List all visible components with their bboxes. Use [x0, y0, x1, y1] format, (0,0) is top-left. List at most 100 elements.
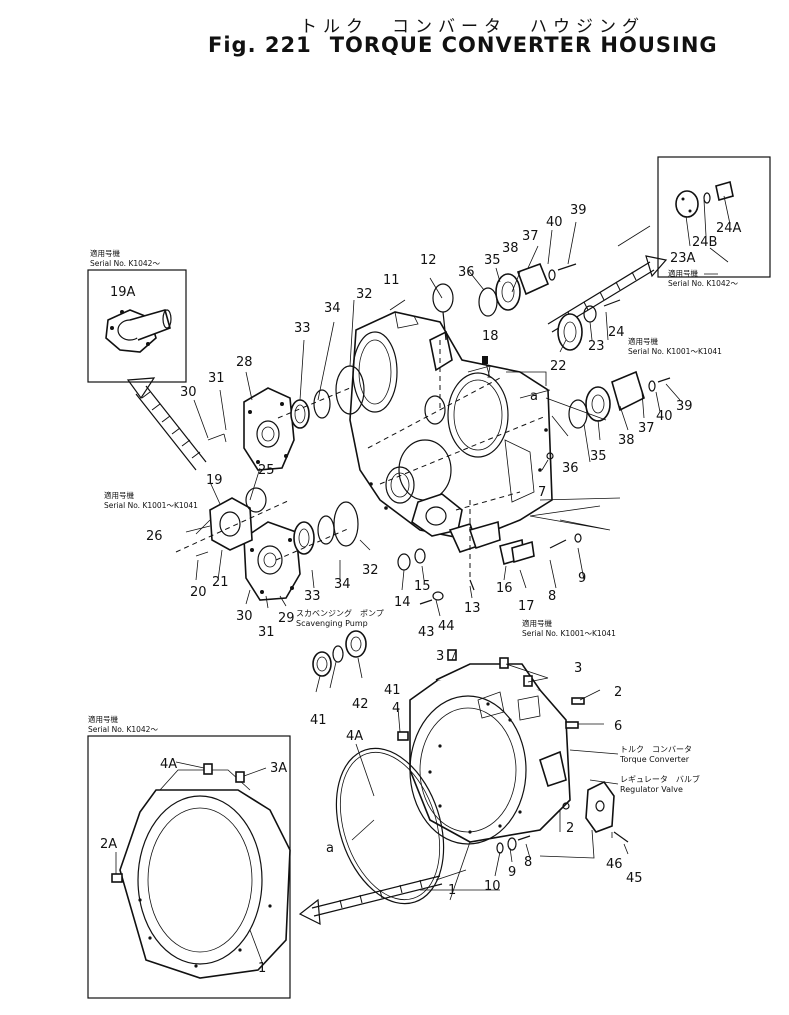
part-label-30-bottom: 31	[258, 625, 275, 640]
part-label-2-top: 2	[614, 685, 622, 700]
callout-arrow-19a	[126, 377, 207, 471]
serial-notes: 適用号機 Serial No. K1042～ 適用号機 Serial No. K…	[88, 248, 738, 734]
part-number-labels: 11 12 18 32 34 33 28 30 31 25 19 26 21 2…	[100, 203, 742, 976]
upper-gear-group	[432, 262, 621, 364]
part-label-19: 19	[206, 473, 223, 488]
part-label-29-bottom: 30	[236, 609, 253, 624]
part-label-3-right: 3	[574, 661, 582, 676]
part-label-32-bottom: 33	[304, 589, 321, 604]
part-label-2-bottom: 2	[566, 821, 574, 836]
part-label-26: 26	[146, 529, 163, 544]
note-jp-24a: 適用号機	[668, 268, 698, 278]
note-jp-19a: 適用号機	[90, 248, 120, 258]
part-label-23: 23	[588, 339, 605, 354]
part-label-11: 11	[383, 273, 400, 288]
note-serial-24a: Serial No. K1042～	[668, 279, 738, 288]
note-jp-housing: 適用号機	[522, 618, 552, 628]
part-label-46: 46	[606, 857, 623, 872]
part-label-10: 10	[484, 879, 501, 894]
note-serial-inset: Serial No. K1042～	[88, 725, 158, 734]
part-label-a-bottom: a	[326, 841, 334, 856]
part-label-24a: 24A	[716, 221, 742, 236]
part-label-33-top: 34	[324, 301, 341, 316]
note-serial-19a: Serial No. K1042～	[90, 259, 160, 268]
part-label-34-right: 35	[590, 449, 607, 464]
leader-lines	[115, 195, 731, 963]
figure-title: Fig. 221 TORQUE CONVERTER HOUSING	[208, 33, 718, 57]
part-label-8-top: 8	[548, 589, 556, 604]
part-label-2a: 2A	[100, 837, 117, 852]
torque-converter-housing-1	[409, 663, 571, 845]
part-label-29-top: 30	[180, 385, 197, 400]
title-japanese: トルク コンバータ ハウジング	[300, 17, 645, 37]
part-label-6: 4A	[346, 729, 363, 744]
part-label-35-right: 36	[562, 461, 579, 476]
part-label-25: 25	[258, 463, 275, 478]
inset-box-24a	[657, 156, 771, 278]
inset-housing-drawing	[111, 763, 291, 979]
plug-parts	[397, 649, 585, 854]
part-label-33-bottom: 34	[334, 577, 351, 592]
part-label-16: 16	[496, 581, 513, 596]
captions: スカベンジング ポンプ Scavenging Pump トルク コンバータ To…	[296, 608, 700, 794]
part-label-9-top: 9	[578, 571, 586, 586]
part-label-12: 12	[420, 253, 437, 268]
part-label-31-top: 32	[356, 287, 373, 302]
part-label-4: 4	[392, 701, 400, 716]
inset-box-19a	[87, 269, 187, 383]
o-ring-6	[335, 747, 445, 905]
part-label-43: 43	[418, 625, 435, 640]
part-label-5: 6	[614, 719, 622, 734]
caption-scavenging-jp: スカベンジング ポンプ	[296, 608, 384, 618]
caption-regulator-jp: レギュレータ バルブ	[620, 774, 700, 784]
part-19-drawing	[185, 487, 267, 557]
note-serial-housing: Serial No. K1001～K1041	[522, 629, 616, 638]
caption-torque-jp: トルク コンバータ	[620, 745, 692, 754]
note-jp-inset: 適用号機	[88, 714, 118, 724]
part-label-41: 41	[310, 713, 327, 728]
part-label-27: 28	[236, 355, 253, 370]
note-jp-19: 適用号機	[104, 490, 134, 500]
part-label-45: 45	[626, 871, 643, 886]
caption-scavenging-en: Scavenging Pump	[296, 619, 368, 628]
part-label-40: 41	[384, 683, 401, 698]
part-label-23a: 23A	[670, 251, 696, 266]
part-label-31-bottom: 32	[362, 563, 379, 578]
part-label-37-top: 38	[502, 241, 519, 256]
note-serial-19: Serial No. K1001～K1041	[104, 501, 198, 510]
figure-title-text: TORQUE CONVERTER HOUSING	[329, 33, 718, 57]
part-label-28: 29	[278, 611, 295, 626]
scavenging-pump-body	[411, 493, 525, 566]
part-label-21: 21	[212, 575, 229, 590]
part-label-38-top: 39	[570, 203, 587, 218]
part-label-18: 18	[482, 329, 499, 344]
part-label-30-top: 31	[208, 371, 225, 386]
part-label-4a: 4A	[160, 757, 177, 772]
part-label-34-top: 35	[484, 253, 501, 268]
part-label-42: 42	[352, 697, 369, 712]
caption-torque-en: Torque Converter	[619, 755, 690, 764]
part-label-15: 15	[414, 579, 431, 594]
part-label-17: 17	[518, 599, 535, 614]
note-serial-24: Serial No. K1001～K1041	[628, 347, 722, 356]
note-jp-24: 適用号機	[628, 336, 658, 346]
part-label-7: 7	[538, 485, 546, 500]
part-label-22: 22	[550, 359, 567, 374]
part-label-8-bottom: 8	[524, 855, 532, 870]
scavenging-pump-28	[243, 501, 359, 601]
part-label-24: 24	[608, 325, 625, 340]
pump-cover-27	[207, 365, 365, 471]
part-label-9-bottom: 9	[508, 865, 516, 880]
figure-number: Fig. 221	[208, 33, 312, 57]
part-label-13: 13	[464, 601, 481, 616]
part-24a-drawing	[675, 180, 734, 218]
part-label-1-inset: 1	[258, 961, 266, 976]
part-label-19a: 19A	[110, 285, 136, 300]
lower-gear-group	[546, 370, 671, 460]
part-label-39-right: 40	[656, 409, 673, 424]
bearing-40-42	[312, 630, 367, 677]
part-19a-drawing	[105, 309, 172, 353]
part-label-20: 20	[190, 585, 207, 600]
part-label-35-top: 36	[458, 265, 475, 280]
part-label-3a: 3A	[270, 761, 287, 776]
